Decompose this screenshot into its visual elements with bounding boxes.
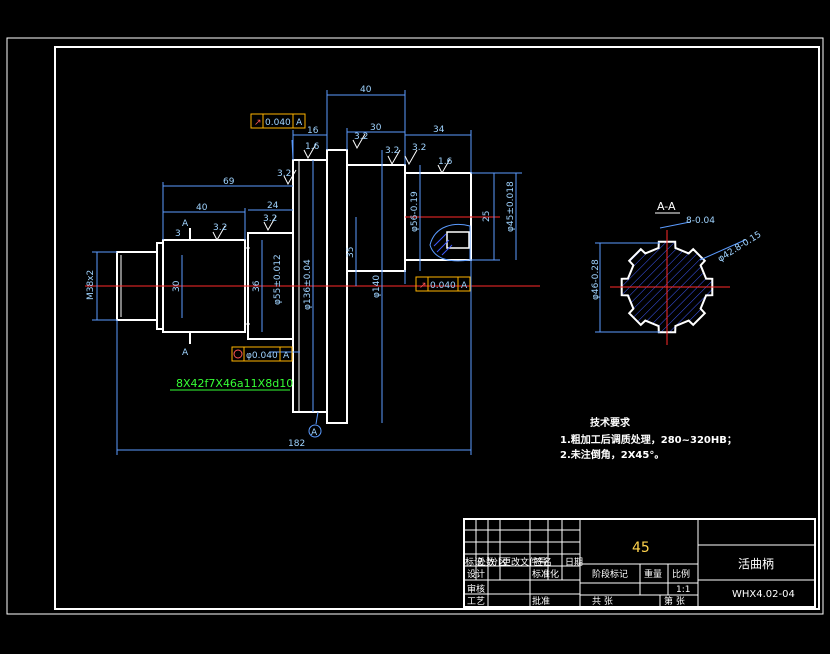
scale-value: 1:1 (676, 585, 690, 595)
runout-top-datum: A (296, 118, 303, 128)
rev-count: 处数 (477, 556, 495, 568)
runout-right-value: 0.040 (430, 281, 456, 291)
dim-34: 34 (433, 125, 445, 135)
runout-top-value: 0.040 (265, 118, 291, 128)
dim-182: 182 (288, 439, 305, 449)
dim-69: 69 (223, 177, 235, 187)
section-label-top: A (182, 219, 189, 229)
role-process: 工艺 (467, 596, 485, 607)
dim-3: 3 (175, 229, 181, 239)
dim-35: 35 (346, 247, 356, 258)
dim-36: 36 (252, 280, 262, 292)
dim-phi46-aa: φ46-0.28 (591, 259, 601, 300)
material: 45 (632, 540, 650, 556)
dim-key-width: 8-0.04 (686, 216, 715, 226)
roughness-7: 3.2 (213, 223, 227, 233)
dim-phi56: φ56-0.19 (410, 191, 420, 232)
roughness-1: 1.6 (305, 142, 320, 152)
section-aa-title: A-A (657, 200, 676, 213)
pin-hole (429, 223, 471, 262)
runout-icon-right: ↗ (419, 281, 427, 291)
roughness-5: 3.2 (412, 143, 426, 153)
runout-icon: ↗ (254, 118, 262, 128)
coax-value: φ0.040 (246, 351, 278, 361)
dimension-lines (92, 90, 522, 455)
title-block (463, 518, 816, 608)
role-check: 审核 (467, 583, 485, 595)
stage-label: 阶段标记 (592, 568, 628, 580)
rev-zone: 分区 (489, 557, 507, 568)
role-design: 设计 (467, 568, 485, 580)
tech-note-2: 2.未注倒角，2X45°。 (560, 448, 664, 461)
roughness-4: 3.2 (385, 146, 399, 156)
role-std: 标准化 (532, 568, 559, 580)
rev-date: 日期 (565, 557, 583, 568)
tech-note-1: 1.粗加工后调质处理，280~320HB； (560, 433, 737, 446)
dim-40-top: 40 (360, 85, 372, 95)
scale-label: 比例 (672, 568, 690, 580)
dim-30-top: 30 (370, 123, 382, 133)
runout-frame-top: ↗ 0.040 A (250, 113, 306, 129)
coax-datum: A (283, 351, 290, 361)
coaxiality-icon (233, 349, 243, 359)
dim-40-left: 40 (196, 203, 208, 213)
coaxiality-frame: φ0.040 A (231, 346, 293, 362)
tech-notes-title: 技术要求 (590, 416, 631, 429)
dim-phi136: φ136±0.04 (303, 259, 313, 310)
dim-30-mid: 30 (172, 280, 182, 292)
datum-a-label: A (311, 428, 318, 438)
roughness-symbols (212, 133, 451, 242)
roughness-8: 3.2 (263, 214, 277, 224)
dim-phi140: φ140 (372, 275, 382, 298)
roughness-2: 3.2 (277, 169, 291, 179)
sheet-number: 第 张 (664, 595, 685, 607)
spline-spec: 8X42f7X46a11X8d10 (176, 377, 293, 390)
sheet-total: 共 张 (592, 596, 613, 607)
dim-m38: M38x2 (86, 270, 96, 300)
inner-border (54, 46, 820, 610)
weight-label: 重量 (644, 568, 662, 580)
dim-phi55: φ55±0.012 (273, 254, 283, 305)
dim-25: 25 (482, 211, 492, 222)
section-markers: A A A (182, 219, 322, 438)
rev-mark: 标记 (465, 556, 483, 568)
rev-docno: 更改文件号 (502, 556, 547, 568)
section-aa-view: A-A (595, 200, 746, 345)
dim-24: 24 (267, 201, 279, 211)
dim-phi45: φ45±0.018 (506, 181, 516, 232)
dim-phi42-aa: φ42.8-0.15 (716, 230, 763, 265)
outer-border (6, 37, 824, 615)
drawing-number: WHX4.02-04 (732, 589, 795, 600)
role-approve: 批准 (532, 595, 550, 607)
dim-16: 16 (307, 126, 319, 136)
runout-frame-right: ↗ 0.040 A (415, 276, 471, 292)
runout-right-datum: A (461, 281, 468, 291)
part-name: 活曲柄 (738, 557, 774, 571)
rev-sign: 签名 (534, 556, 552, 568)
section-label-bottom: A (182, 348, 189, 358)
roughness-6: 1.6 (438, 157, 453, 167)
roughness-3: 3.2 (354, 132, 368, 142)
